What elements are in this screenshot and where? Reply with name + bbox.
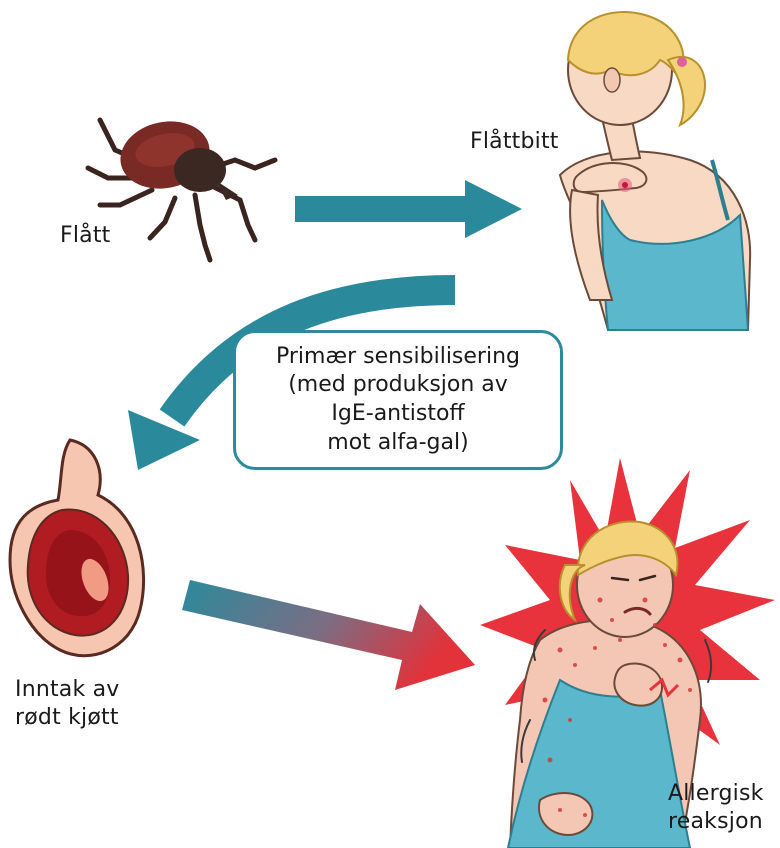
- label-meat-line-1: Inntak av: [15, 676, 120, 704]
- arrow-tick-to-bite: [295, 180, 522, 238]
- label-tick-bite: Flåttbitt: [470, 128, 559, 156]
- label-meat-line-2: rødt kjøtt: [15, 704, 120, 732]
- sensitization-line-3: IgE-antistoff: [331, 400, 464, 429]
- sensitization-line-1: Primær sensibilisering: [276, 343, 520, 372]
- tick-icon: [88, 113, 275, 260]
- sensitization-line-2: (med produksjon av: [288, 371, 508, 400]
- girl-with-bite-icon: [560, 12, 750, 330]
- label-reaction-line-2: reaksjon: [668, 808, 764, 836]
- sensitization-box: Primær sensibilisering (med produksjon a…: [233, 330, 563, 470]
- label-allergic-reaction: Allergisk reaksjon: [668, 780, 764, 835]
- arrow-meat-to-reaction: [182, 580, 475, 690]
- label-meat-intake: Inntak av rødt kjøtt: [15, 676, 120, 731]
- meat-steak-icon: [10, 440, 144, 656]
- sensitization-line-4: mot alfa-gal): [327, 429, 468, 458]
- label-tick: Flått: [60, 222, 111, 250]
- label-reaction-line-1: Allergisk: [668, 780, 764, 808]
